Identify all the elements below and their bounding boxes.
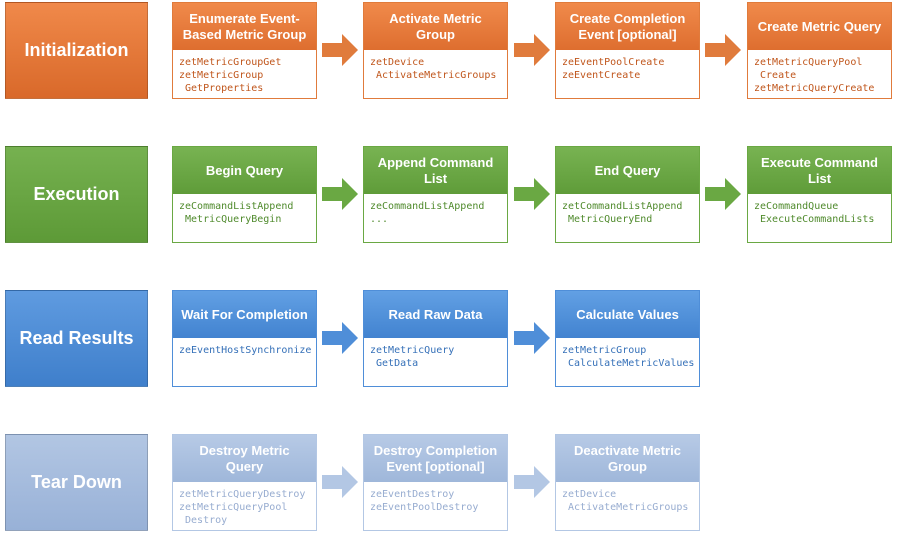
- arrow-right-icon: [514, 466, 550, 498]
- step-destroy-completion-event: Destroy Completion Event [optional] zeEv…: [363, 434, 508, 531]
- row-read-results: Read Results Wait For Completion zeEvent…: [0, 290, 897, 387]
- step-api: zeEventPoolCreate zeEventCreate: [562, 57, 665, 81]
- arrow-right-icon: [705, 34, 741, 66]
- step-title: Wait For Completion: [173, 291, 316, 338]
- step-api: zetMetricQueryPool Create zetMetricQuery…: [754, 57, 875, 94]
- step-title: Enumerate Event-Based Metric Group: [173, 3, 316, 50]
- step-title: Create Metric Query: [748, 3, 891, 50]
- arrow-right-icon: [514, 322, 550, 354]
- arrow-right-icon: [705, 178, 741, 210]
- step-activate-metric-group: Activate Metric Group zetDevice Activate…: [363, 2, 508, 99]
- step-title: Activate Metric Group: [364, 3, 507, 50]
- step-title: Create Completion Event [optional]: [556, 3, 699, 50]
- step-read-raw-data: Read Raw Data zetMetricQuery GetData: [363, 290, 508, 387]
- step-title: Destroy Metric Query: [173, 435, 316, 482]
- step-destroy-metric-query: Destroy Metric Query zetMetricQueryDestr…: [172, 434, 317, 531]
- step-api: zeEventDestroy zeEventPoolDestroy: [370, 489, 479, 513]
- step-api: zetDevice ActivateMetricGroups: [562, 489, 689, 513]
- step-title: End Query: [556, 147, 699, 194]
- step-deactivate-metric-group: Deactivate Metric Group zetDevice Activa…: [555, 434, 700, 531]
- arrow-right-icon: [322, 322, 358, 354]
- step-begin-query: Begin Query zeCommandListAppend MetricQu…: [172, 146, 317, 243]
- step-calculate-values: Calculate Values zetMetricGroup Calculat…: [555, 290, 700, 387]
- arrow-right-icon: [514, 178, 550, 210]
- arrow-right-icon: [322, 466, 358, 498]
- row-label-initialization: Initialization: [5, 2, 148, 99]
- step-title: Execute Command List: [748, 147, 891, 194]
- step-end-query: End Query zetCommandListAppend MetricQue…: [555, 146, 700, 243]
- step-enumerate-metric-group: Enumerate Event-Based Metric Group zetMe…: [172, 2, 317, 99]
- step-title: Deactivate Metric Group: [556, 435, 699, 482]
- step-api: zetDevice ActivateMetricGroups: [370, 57, 497, 81]
- step-wait-for-completion: Wait For Completion zeEventHostSynchroni…: [172, 290, 317, 387]
- arrow-right-icon: [322, 178, 358, 210]
- step-api: zeEventHostSynchronize: [179, 345, 312, 356]
- step-api: zetCommandListAppend MetricQueryEnd: [562, 201, 683, 225]
- row-initialization: Initialization Enumerate Event-Based Met…: [0, 2, 897, 99]
- step-title: Append Command List: [364, 147, 507, 194]
- arrow-right-icon: [322, 34, 358, 66]
- step-api: zeCommandListAppend MetricQueryBegin: [179, 201, 294, 225]
- row-tear-down: Tear Down Destroy Metric Query zetMetric…: [0, 434, 897, 531]
- step-title: Calculate Values: [556, 291, 699, 338]
- step-append-command-list: Append Command List zeCommandListAppend …: [363, 146, 508, 243]
- row-label-read-results: Read Results: [5, 290, 148, 387]
- step-api: zeCommandListAppend ...: [370, 201, 485, 225]
- step-title: Destroy Completion Event [optional]: [364, 435, 507, 482]
- step-api: zetMetricGroupGet zetMetricGroup GetProp…: [179, 57, 282, 94]
- step-title: Begin Query: [173, 147, 316, 194]
- row-label-tear-down: Tear Down: [5, 434, 148, 531]
- step-api: zetMetricGroup CalculateMetricValues: [562, 345, 695, 369]
- arrow-right-icon: [514, 34, 550, 66]
- step-api: zetMetricQueryDestroy zetMetricQueryPool…: [179, 489, 306, 526]
- step-api: zeCommandQueue ExecuteCommandLists: [754, 201, 875, 225]
- step-execute-command-list: Execute Command List zeCommandQueue Exec…: [747, 146, 892, 243]
- row-label-execution: Execution: [5, 146, 148, 243]
- row-execution: Execution Begin Query zeCommandListAppen…: [0, 146, 897, 243]
- step-title: Read Raw Data: [364, 291, 507, 338]
- step-api: zetMetricQuery GetData: [370, 345, 455, 369]
- step-create-metric-query: Create Metric Query zetMetricQueryPool C…: [747, 2, 892, 99]
- step-create-completion-event: Create Completion Event [optional] zeEve…: [555, 2, 700, 99]
